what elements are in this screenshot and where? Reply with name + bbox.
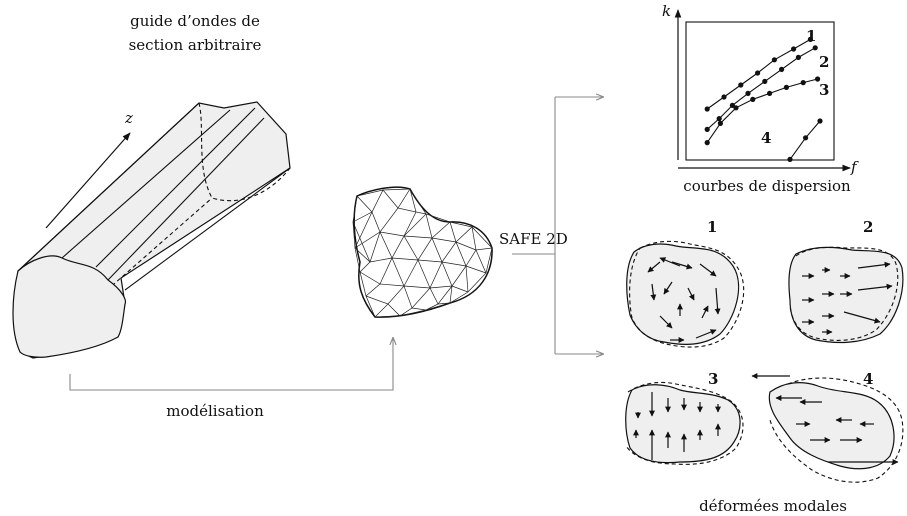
series-4-label: 4 bbox=[761, 129, 771, 147]
dispersion-series-2-point-6 bbox=[795, 54, 802, 61]
mode-shape-4 bbox=[751, 373, 904, 483]
series-3-label: 3 bbox=[819, 81, 829, 99]
dispersion-series-2-point-0 bbox=[704, 126, 710, 132]
dispersion-series-3-point-7 bbox=[815, 76, 821, 82]
dispersion-series-1-point-0 bbox=[704, 106, 710, 112]
dispersion-series-3-point-4 bbox=[767, 90, 773, 96]
dispersion-series-4-point-1 bbox=[803, 135, 809, 141]
mode-shape-1 bbox=[626, 240, 745, 348]
dispersion-series-3-point-2 bbox=[733, 105, 739, 111]
waveguide-caption-line1: guide d’ondes de bbox=[130, 12, 260, 30]
safe-2d-label: SAFE 2D bbox=[499, 230, 568, 248]
modelisation-arrow bbox=[69, 338, 393, 391]
waveguide-body bbox=[12, 101, 291, 359]
fe-mesh bbox=[352, 186, 493, 318]
waveguide-caption-line2: section arbitraire bbox=[129, 36, 262, 54]
mode-4-number: 4 bbox=[863, 370, 873, 388]
dispersion-series-2-point-4 bbox=[762, 78, 768, 84]
dispersion-series-1-point-4 bbox=[771, 57, 778, 63]
dispersion-series-1-point-5 bbox=[791, 46, 797, 52]
dispersion-series-2-point-1 bbox=[716, 116, 722, 122]
dispersion-series-3-point-0 bbox=[704, 140, 710, 146]
mode-shape-3 bbox=[625, 381, 744, 465]
dispersion-chart: k f 1 2 3 4 bbox=[662, 2, 859, 176]
dispersion-series-3-line bbox=[706, 78, 818, 143]
mode-3-number: 3 bbox=[708, 370, 718, 388]
mode-shape-2 bbox=[788, 246, 904, 344]
dispersion-series-3-point-1 bbox=[717, 120, 724, 126]
dispersion-series-2-point-3 bbox=[745, 90, 751, 96]
dispersion-series-1-point-6 bbox=[807, 36, 814, 43]
k-axis-label: k bbox=[662, 2, 671, 20]
dispersion-series-4-point-2 bbox=[817, 118, 823, 124]
dispersion-curves bbox=[704, 36, 823, 162]
series-1-label: 1 bbox=[806, 27, 816, 45]
dispersion-series-4-point-0 bbox=[787, 156, 793, 162]
dispersion-caption: courbes de dispersion bbox=[683, 177, 851, 195]
dispersion-series-1-point-3 bbox=[755, 70, 761, 76]
series-2-label: 2 bbox=[819, 53, 829, 71]
modes-caption: déformées modales bbox=[699, 497, 847, 515]
z-axis-label: z bbox=[124, 109, 133, 127]
dispersion-series-2-point-7 bbox=[812, 45, 818, 51]
dispersion-series-1-point-1 bbox=[721, 94, 727, 100]
modelisation-label: modélisation bbox=[166, 402, 264, 420]
f-axis-label: f bbox=[850, 158, 859, 176]
dispersion-series-3-point-3 bbox=[750, 96, 756, 102]
flow-connectors bbox=[69, 97, 603, 391]
dispersion-series-2-line bbox=[706, 47, 816, 130]
dispersion-series-2-point-5 bbox=[779, 66, 785, 72]
mode-2-number: 2 bbox=[863, 218, 873, 236]
mode-1-number: 1 bbox=[707, 218, 717, 236]
dispersion-series-1-point-2 bbox=[738, 82, 744, 88]
dispersion-series-3-point-5 bbox=[783, 84, 790, 90]
dispersion-series-3-point-6 bbox=[800, 80, 806, 86]
dispersion-frame bbox=[685, 21, 835, 161]
z-axis-arrow bbox=[45, 132, 131, 229]
